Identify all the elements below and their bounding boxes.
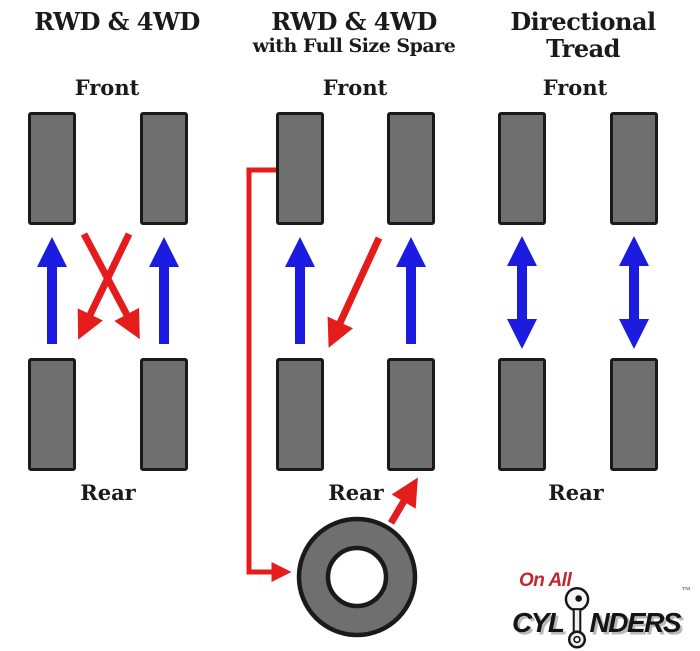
panel1-title: RWD & 4WD: [12, 8, 222, 35]
piston-icon: [564, 587, 589, 649]
spare-tire: [296, 516, 418, 638]
logo-trademark: ™: [681, 586, 691, 597]
panel1-tire-rear-left: [28, 358, 76, 471]
panel1-tire-rear-right: [140, 358, 188, 471]
red-arrows: [77, 167, 418, 582]
panel2-red-arrow-frontright-to-rearleft: [327, 236, 383, 348]
panel1-tire-front-left: [28, 112, 76, 225]
spare-tire-outer: [296, 516, 418, 638]
panel3-title-text: Directional Tread: [510, 7, 656, 63]
panel2-title: RWD & 4WD with Full Size Spare: [249, 8, 459, 57]
blue-arrows: [37, 236, 649, 349]
panel3-tire-front-right: [610, 112, 658, 225]
panel3-front-label: Front: [542, 75, 608, 100]
logo-nders-text: NDERS: [589, 607, 682, 638]
panel2-tire-rear-right: [387, 358, 435, 471]
panel2-subtitle-text: with Full Size Spare: [252, 35, 456, 57]
onallcylinders-logo: On All CYL NDERS ™: [512, 570, 698, 649]
panel2-front-label: Front: [322, 75, 388, 100]
panel2-rear-label: Rear: [328, 480, 384, 505]
panel1-rear-label: Rear: [80, 480, 136, 505]
panel1-red-cross-arrow-right-to-left: [77, 232, 133, 340]
panel2-tire-rear-left: [276, 358, 324, 471]
panel3-tire-rear-right: [610, 358, 658, 471]
logo-cylinders-wordmark: CYL NDERS ™: [512, 586, 698, 649]
panel3-tire-front-left: [498, 112, 546, 225]
panel2-tire-front-left: [276, 112, 324, 225]
logo-on-all-text: On All: [519, 570, 572, 591]
panel1-title-text: RWD & 4WD: [34, 7, 200, 36]
panel3-rear-label: Rear: [548, 480, 604, 505]
panel2-tire-front-right: [387, 112, 435, 225]
panel2-red-circuit-frontleft-to-spare: [246, 167, 292, 582]
spare-tire-hole: [325, 545, 389, 609]
panel3-tire-rear-left: [498, 358, 546, 471]
panel1-tire-front-right: [140, 112, 188, 225]
panel3-title: Directional Tread: [478, 8, 688, 62]
logo-cyl-text: CYL: [512, 607, 565, 638]
panel1-front-label: Front: [74, 75, 140, 100]
panel1-red-cross-arrow-left-to-right: [80, 232, 140, 340]
panel2-title-text: RWD & 4WD: [271, 7, 437, 36]
